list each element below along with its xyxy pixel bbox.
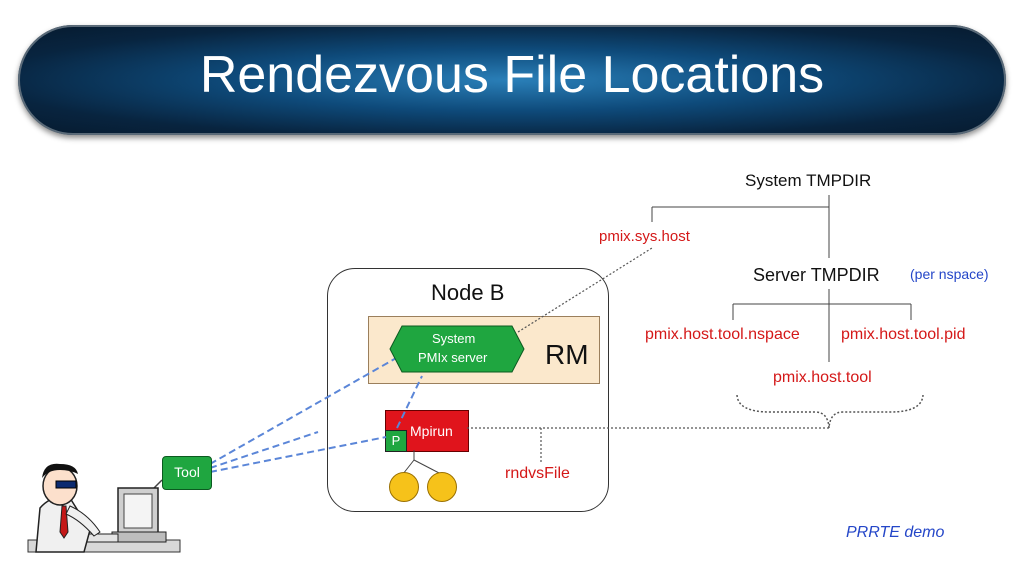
- server-tmpdir-label: Server TMPDIR: [753, 265, 880, 285]
- per-nspace-label: (per nspace): [910, 266, 989, 282]
- computer-user-illustration: [27, 463, 181, 553]
- server-to-syshost-connector: [517, 247, 653, 333]
- pmix-host-tool-label: pmix.host.tool: [773, 369, 872, 386]
- node-b-box: [327, 268, 609, 512]
- tool-connections: [209, 356, 423, 473]
- pmix-sys-host-label: pmix.sys.host: [599, 228, 690, 245]
- process-tree-lines: [402, 450, 442, 475]
- mpirun-label: Mpirun: [410, 423, 453, 439]
- tool-box: Tool: [162, 456, 212, 490]
- pmix-host-tool-pid-label: pmix.host.tool.pid: [841, 326, 966, 343]
- process-circle-1: [389, 472, 419, 502]
- p-box: P: [385, 430, 407, 452]
- curly-brace: [736, 394, 924, 429]
- process-circle-2: [427, 472, 457, 502]
- prrte-demo-footer: PRRTE demo: [846, 524, 945, 541]
- node-b-label: Node B: [431, 280, 505, 305]
- slide-title: Rendezvous File Locations: [199, 46, 825, 104]
- pmix-server-line2: PMIx server: [418, 350, 488, 365]
- title-banner: [18, 25, 1006, 135]
- rndvsfile-label: rndvsFile: [505, 465, 570, 482]
- pmix-host-tool-nspace-label: pmix.host.tool.nspace: [645, 326, 800, 343]
- pmix-server-hexagon: [389, 325, 525, 373]
- rm-label: RM: [545, 339, 589, 370]
- system-tmpdir-label: System TMPDIR: [745, 171, 872, 190]
- tmpdir-tree-lines: [651, 195, 912, 362]
- pmix-server-line1: System: [432, 331, 476, 346]
